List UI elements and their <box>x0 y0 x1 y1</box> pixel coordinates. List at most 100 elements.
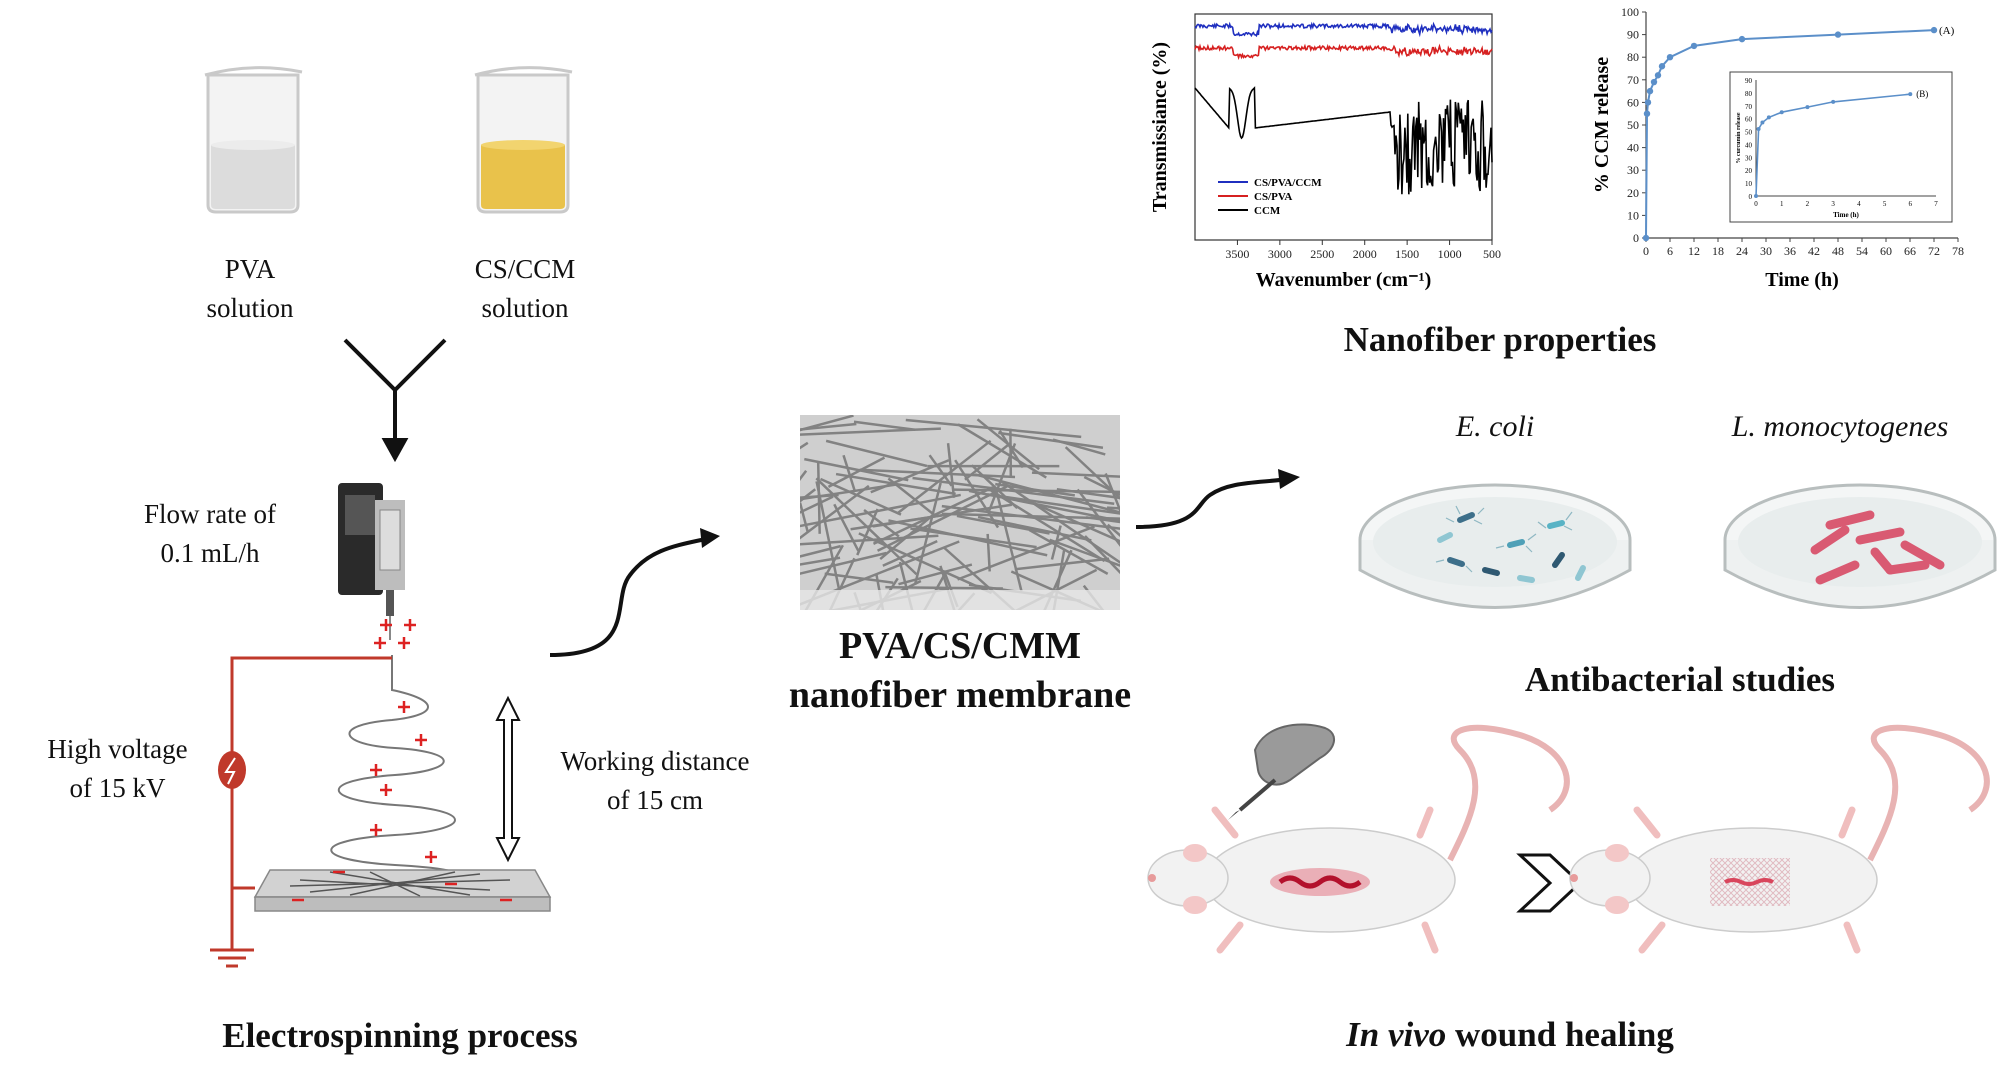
fiber-strand <box>827 456 886 489</box>
inset-point <box>1754 194 1758 198</box>
rat-healed-icon <box>1569 724 1990 954</box>
listeria-label: L. monocytogenes <box>1731 410 1949 443</box>
release-point <box>1666 54 1674 61</box>
release-y-tick-label: 90 <box>1627 28 1639 42</box>
inset-x-tick-label: 0 <box>1754 200 1758 208</box>
fiber-strand <box>853 420 916 432</box>
inset-point <box>1805 105 1810 110</box>
fiber-strand <box>842 454 857 493</box>
release-y-tick-label: 40 <box>1627 141 1639 155</box>
inset-point <box>1756 126 1761 131</box>
pva-beaker-icon <box>204 66 303 214</box>
release-point <box>1834 31 1842 38</box>
fiber-strand <box>1084 535 1120 575</box>
fiber-strand <box>968 489 1120 523</box>
membrane-title-line1: PVA/CS/CMM <box>838 625 1082 667</box>
fiber-strand <box>1106 523 1120 537</box>
inset-x-tick-label: 2 <box>1806 200 1810 208</box>
flow-rate-label: Flow rate of 0.1 mL/h <box>110 495 310 573</box>
fiber-strand <box>1031 471 1120 478</box>
membrane-to-tests-arrow-icon <box>1135 469 1300 529</box>
fiber-strand <box>964 441 1012 481</box>
properties-title: Nanofiber properties <box>1343 320 1657 359</box>
release-point <box>1654 72 1662 79</box>
inset-point <box>1779 110 1784 115</box>
fiber-strand <box>898 563 973 586</box>
release-x-tick-label: 54 <box>1856 244 1868 258</box>
working-distance-line2: of 15 cm <box>607 785 703 816</box>
working-distance-label: Working distance of 15 cm <box>530 742 780 820</box>
membrane-title: PVA/CS/CMM nanofiber membrane <box>760 622 1160 721</box>
ftir-series-line <box>1194 21 1493 38</box>
release-y-tick-label: 100 <box>1621 5 1639 19</box>
fiber-strand <box>800 495 834 514</box>
fiber-strand <box>800 544 842 558</box>
inset-y-tick-label: 60 <box>1745 116 1753 124</box>
ftir-legend-label: CS/PVA/CCM <box>1254 177 1322 189</box>
ftir-frame <box>1194 13 1493 241</box>
ftir-x-tick-label: 1500 <box>1395 247 1419 261</box>
ftir-x-tick-label: 3500 <box>1225 247 1249 261</box>
release-series-label: (A) <box>1939 25 1955 37</box>
fiber-strand <box>1014 557 1110 571</box>
release-x-tick-label: 36 <box>1784 244 1796 258</box>
fiber-strand <box>896 439 992 515</box>
inset-y-tick-label: 20 <box>1745 167 1753 175</box>
inset-y-tick-label: 50 <box>1745 129 1753 137</box>
release-x-tick-label: 48 <box>1832 244 1844 258</box>
fiber-strand <box>800 470 808 481</box>
voltage-source-icon <box>218 751 246 789</box>
working-distance-line1: Working distance <box>560 746 750 776</box>
membrane-title-line2: nanofiber membrane <box>788 674 1132 717</box>
inset-y-tick-label: 30 <box>1745 154 1753 162</box>
inset-x-tick-label: 4 <box>1857 200 1861 208</box>
merge-arrow-icon <box>343 338 447 463</box>
jet-plus-icons <box>370 701 437 863</box>
voltage-circuit <box>210 656 392 968</box>
fiber-strand <box>970 464 1019 510</box>
release-x-tick-label: 24 <box>1736 244 1748 258</box>
release-xlabel: Time (h) <box>1765 269 1839 291</box>
inset-ylabel: % curcumin release <box>1736 112 1742 163</box>
flow-rate-line1: Flow rate of <box>144 499 276 529</box>
release-point <box>1646 87 1654 95</box>
petri-dishes-illustration <box>1358 483 1997 609</box>
fiber-strand <box>800 556 841 566</box>
release-point <box>1643 110 1651 117</box>
release-y-tick-label: 50 <box>1627 118 1639 132</box>
release-x-tick-label: 72 <box>1928 244 1940 258</box>
release-x-tick-label: 60 <box>1880 244 1892 258</box>
inset-x-tick-label: 6 <box>1909 200 1913 208</box>
inset-y-tick-label: 40 <box>1745 141 1753 149</box>
nanofiber-membrane-image <box>800 415 1120 610</box>
pva-label-line1: PVA <box>224 254 276 284</box>
fiber-strand <box>863 508 900 538</box>
inset-x-tick-label: 1 <box>1780 200 1784 208</box>
fiber-strand <box>1083 475 1120 497</box>
fiber-strand <box>856 508 879 556</box>
fiber-strand <box>977 515 1092 542</box>
ftir-legend-label: CS/PVA <box>1254 191 1292 203</box>
ftir-x-tick-label: 3000 <box>1268 247 1292 261</box>
fiber-strand <box>800 483 897 501</box>
release-x-tick-label: 42 <box>1808 244 1820 258</box>
wound-healing-illustration <box>1147 723 1990 954</box>
wound-title-rest: wound healing <box>1446 1015 1674 1054</box>
fiber-strand <box>872 513 947 528</box>
release-ylabel: % CCM release <box>1591 57 1613 193</box>
inset-series-label: (B) <box>1916 89 1928 99</box>
fiber-strand <box>800 427 941 436</box>
high-voltage-line1: High voltage <box>47 734 188 764</box>
fiber-strand <box>815 481 841 591</box>
inset-x-tick-label: 3 <box>1831 200 1835 208</box>
ftir-series-line <box>1194 86 1493 195</box>
flow-arrow-icon <box>549 528 720 657</box>
ftir-legend-label: CCM <box>1254 205 1281 217</box>
release-x-tick-label: 18 <box>1712 244 1724 258</box>
fiber-strand <box>882 540 938 567</box>
fiber-strand <box>941 512 1120 520</box>
high-voltage-label: High voltage of 15 kV <box>20 730 215 808</box>
next-step-chevron-icon <box>1516 853 1583 913</box>
inset-point <box>1760 120 1765 125</box>
